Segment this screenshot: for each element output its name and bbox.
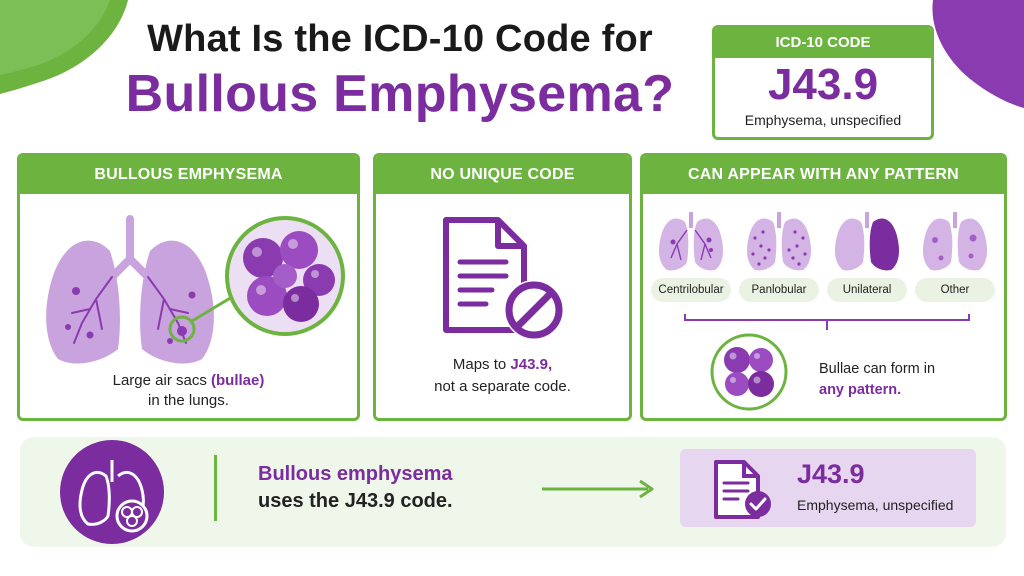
pattern-unilateral (827, 208, 907, 279)
summary-text-code: J43.9 (344, 490, 395, 512)
pattern-panlobular (739, 208, 819, 279)
no-code-caption-pre: Maps to (452, 356, 511, 373)
pattern-centrilobular (651, 208, 731, 279)
summary-code-card: J43.9 Emphysema, unspecified (680, 449, 976, 527)
pattern-label-panlobular: Panlobular (739, 278, 819, 302)
panel-no-unique-code: NO UNIQUE CODE Maps to J43.9, not a sepa… (373, 153, 632, 421)
icd-code-value: J43.9 (767, 60, 879, 109)
icd-code-box: ICD-10 CODE J43.9 Emphysema, unspecified (712, 25, 934, 140)
bullae-magnified-icon (225, 216, 345, 336)
summary-card-description: Emphysema, unspecified (797, 497, 954, 513)
pattern-caption-pre: Bullae can form in (819, 361, 936, 377)
document-icon (443, 217, 527, 333)
arrow-right-icon (542, 479, 654, 499)
lungs-other-icon (923, 212, 987, 271)
pattern-other (915, 208, 995, 279)
icd-code-description: Emphysema, unspecified (744, 112, 902, 128)
pattern-caption: Bullae can form in any pattern. (819, 359, 935, 401)
panel-header: BULLOUS EMPHYSEMA (20, 156, 357, 194)
panel-any-pattern: CAN APPEAR WITH ANY PATTERN (640, 153, 1007, 421)
panel-bullous-emphysema: BULLOUS EMPHYSEMA Large air sacs (bullae… (17, 153, 360, 421)
pattern-label-unilateral: Unilateral (827, 278, 907, 302)
document-check-icon (714, 460, 771, 519)
bullous-caption-post: in the lungs. (148, 392, 229, 409)
lungs-icon (46, 215, 232, 364)
summary-text-accent: Bullous emphysema (258, 463, 453, 485)
pattern-label-other: Other (915, 278, 995, 302)
summary-text: Bullous emphysema uses the J43.9 code. (258, 461, 453, 515)
no-code-caption: Maps to J43.9, not a separate code. (376, 354, 629, 398)
lungs-centrilobular-icon (659, 212, 723, 271)
page-title-line1: What Is the ICD-10 Code for (147, 18, 653, 60)
no-code-caption-accent: J43.9, (510, 356, 553, 373)
no-code-caption-post: not a separate code. (434, 378, 571, 395)
corner-blob-top-right (932, 0, 1024, 108)
corner-blob-top-left (0, 0, 128, 94)
panel-header: CAN APPEAR WITH ANY PATTERN (643, 156, 1004, 194)
lungs-unilateral-icon (835, 212, 899, 271)
page-title-line2: Bullous Emphysema? (125, 65, 675, 123)
bullae-cluster-icon (710, 333, 788, 411)
pattern-caption-accent: any pattern. (819, 382, 902, 398)
summary-text-pre: uses the (258, 490, 345, 512)
summary-text-post: code. (394, 490, 453, 512)
prohibited-icon (504, 280, 564, 340)
pattern-label-centrilobular: Centrilobular (651, 278, 731, 302)
lungs-panlobular-icon (747, 212, 811, 271)
icd-code-box-header: ICD-10 CODE (715, 28, 931, 58)
bullous-caption: Large air sacs (bullae) in the lungs. (20, 371, 357, 411)
bullous-caption-pre: Large air sacs (112, 372, 212, 389)
bracket-connector (684, 314, 970, 330)
panel-header: NO UNIQUE CODE (376, 156, 629, 194)
lungs-bullae-badge-icon (60, 440, 164, 544)
summary-card-code: J43.9 (797, 459, 865, 489)
bullous-caption-accent: (bullae) (211, 372, 265, 389)
summary-bar: Bullous emphysema uses the J43.9 code. J… (20, 437, 1006, 547)
summary-divider (214, 455, 217, 521)
